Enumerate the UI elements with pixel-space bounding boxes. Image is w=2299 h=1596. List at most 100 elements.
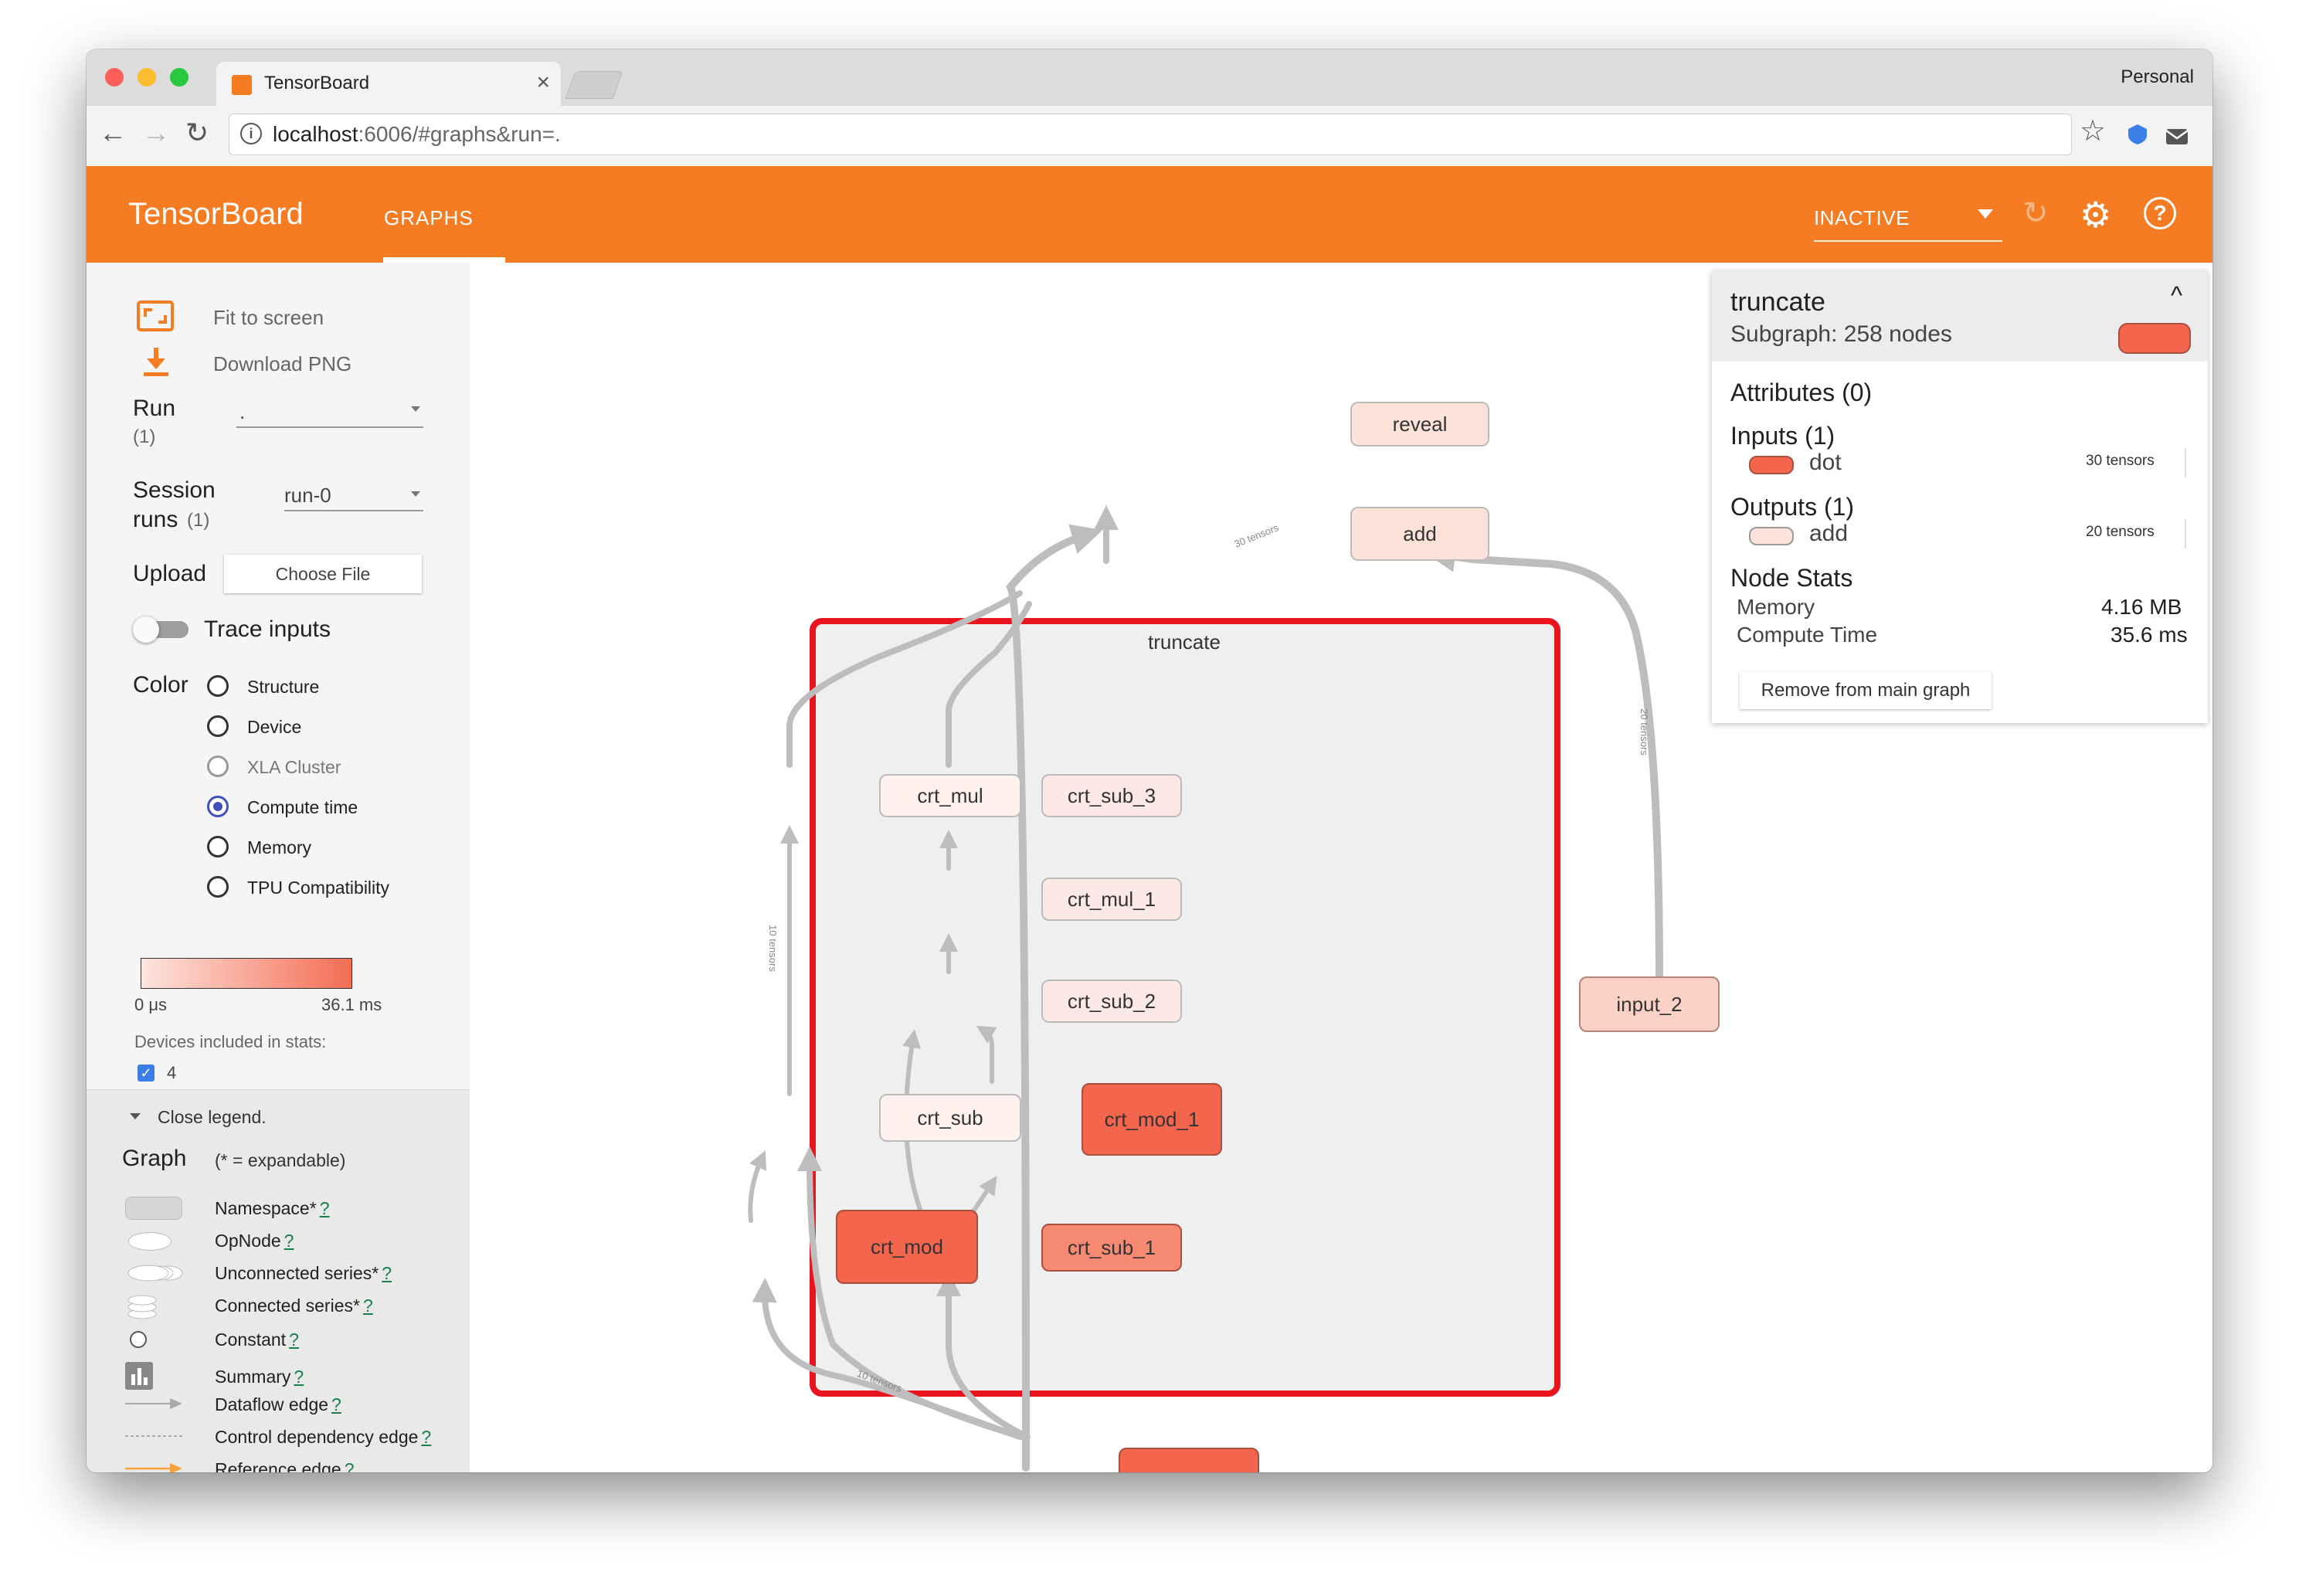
help-icon[interactable]: ? <box>2144 197 2176 229</box>
profile-name[interactable]: Personal <box>2121 66 2194 87</box>
session-runs-count: (1) <box>187 510 210 531</box>
reload-data-icon[interactable]: ↻ <box>2022 196 2049 230</box>
minimize-window-button[interactable] <box>138 68 156 87</box>
download-icon[interactable] <box>141 346 171 379</box>
new-tab-button[interactable] <box>565 71 623 99</box>
browser-menu-icon[interactable]: ⋮ <box>2205 115 2212 144</box>
download-png-button[interactable]: Download PNG <box>213 352 352 375</box>
choose-file-button[interactable]: Choose File <box>224 555 422 593</box>
upload-label: Upload <box>133 561 207 586</box>
output-divider <box>2185 519 2186 548</box>
legend-control-dependency-edge: Control dependency edge? <box>215 1427 432 1447</box>
device-checkbox[interactable]: ✓ <box>138 1065 155 1082</box>
settings-icon[interactable]: ⚙ <box>2080 195 2112 235</box>
edge-label-input2-add: 20 tensors <box>1638 708 1650 756</box>
legend-namespace: Namespace*? <box>215 1198 330 1218</box>
color-xla-cluster-radio[interactable] <box>207 756 229 777</box>
unconnected-series-help-link[interactable]: ? <box>382 1263 392 1283</box>
tab-graphs[interactable]: GRAPHS <box>384 206 474 229</box>
node-crt-mod-1[interactable]: crt_mod_1 <box>1082 1083 1222 1156</box>
color-tpu-compatibility-radio[interactable] <box>207 876 229 898</box>
close-legend-link[interactable]: Close legend. <box>158 1107 267 1127</box>
fit-to-screen-icon[interactable] <box>136 300 175 332</box>
trace-inputs-toggle[interactable] <box>133 616 188 643</box>
forward-icon[interactable]: → <box>142 117 170 148</box>
namespace-legend-icon <box>125 1197 182 1220</box>
url-text: localhost:6006/#graphs&run=. <box>273 122 561 147</box>
run-select-value: . <box>239 400 246 423</box>
active-tab-indicator <box>383 257 505 263</box>
devices-included-label: Devices included in stats: <box>134 1032 327 1051</box>
node-info-card: truncate Subgraph: 258 nodes ^ Attribute… <box>1712 270 2208 723</box>
dataflow-edge-legend-icon <box>125 1398 182 1409</box>
input-swatch <box>1749 456 1794 474</box>
sidebar: Fit to screen Download PNG Run (1) . Ses… <box>87 263 470 1472</box>
legend-connected-series: Connected series*? <box>215 1295 373 1316</box>
dashboard-select[interactable]: INACTIVE <box>1814 206 1910 229</box>
node-crt-sub-1[interactable]: crt_sub_1 <box>1041 1224 1182 1272</box>
edge-dot-add <box>1006 524 1103 1472</box>
control-dependency-edge-legend-icon <box>125 1435 182 1437</box>
opnode-help-link[interactable]: ? <box>284 1231 294 1251</box>
reference-edge-legend-icon <box>125 1463 182 1472</box>
color-compute-time-radio[interactable] <box>207 796 229 817</box>
reference-edge-help-link[interactable]: ? <box>344 1459 355 1472</box>
node-crt-mul[interactable]: crt_mul <box>879 774 1021 817</box>
node-input-2[interactable]: input_2 <box>1579 976 1720 1032</box>
address-bar[interactable]: i localhost:6006/#graphs&run=. <box>229 114 2072 155</box>
session-run-select[interactable]: run-0 <box>284 482 423 511</box>
node-add[interactable]: add <box>1350 507 1489 561</box>
namespace-help-link[interactable]: ? <box>319 1198 330 1218</box>
constant-help-link[interactable]: ? <box>289 1329 299 1350</box>
remove-from-main-graph-button[interactable]: Remove from main graph <box>1740 672 1992 709</box>
input-name[interactable]: dot <box>1809 450 1842 475</box>
dataflow-edge-help-link[interactable]: ? <box>331 1394 341 1414</box>
summary-help-link[interactable]: ? <box>294 1367 304 1387</box>
info-card-subtitle: Subgraph: 258 nodes <box>1730 321 1952 347</box>
input-tensor-count: 30 tensors <box>2086 453 2155 469</box>
fit-to-screen-button[interactable]: Fit to screen <box>213 306 324 329</box>
node-crt-sub-3[interactable]: crt_sub_3 <box>1041 774 1182 817</box>
color-structure-label: Structure <box>247 677 320 697</box>
input-divider <box>2185 448 2186 477</box>
close-window-button[interactable] <box>105 68 124 87</box>
node-crt-sub-2[interactable]: crt_sub_2 <box>1041 980 1182 1023</box>
browser-tab[interactable]: TensorBoard × <box>216 62 561 106</box>
node-reveal[interactable]: reveal <box>1350 402 1489 447</box>
color-memory-radio[interactable] <box>207 836 229 857</box>
browser-window: TensorBoard × Personal ← → ↻ i localhost… <box>87 49 2212 1472</box>
url-host: localhost <box>273 122 358 146</box>
site-info-icon[interactable]: i <box>240 123 262 144</box>
collapse-icon[interactable]: ^ <box>2171 281 2183 309</box>
inputs-heading: Inputs (1) <box>1730 422 1835 450</box>
color-device-radio[interactable] <box>207 715 229 737</box>
outputs-heading: Outputs (1) <box>1730 493 1855 521</box>
color-structure-radio[interactable] <box>207 675 229 697</box>
device-count: 4 <box>167 1063 177 1082</box>
edge-label-crtsub-crtmul: 10 tensors <box>766 925 779 972</box>
app-brand: TensorBoard <box>128 197 304 231</box>
chevron-down-icon[interactable] <box>130 1113 141 1119</box>
namespace-label: truncate <box>1148 630 1221 654</box>
back-icon[interactable]: ← <box>99 117 127 148</box>
node-crt-mod[interactable]: crt_mod <box>836 1210 978 1284</box>
output-name[interactable]: add <box>1809 521 1849 546</box>
node-stats-heading: Node Stats <box>1730 564 1853 592</box>
bookmark-star-icon[interactable]: ☆ <box>2080 115 2107 148</box>
attributes-heading: Attributes (0) <box>1730 379 1873 406</box>
extension-shield-icon[interactable] <box>2126 123 2149 146</box>
color-tpu-compatibility-label: TPU Compatibility <box>247 878 390 898</box>
chevron-down-icon[interactable] <box>1978 209 1993 219</box>
connected-series-help-link[interactable]: ? <box>362 1295 373 1316</box>
reload-icon[interactable]: ↻ <box>185 117 209 148</box>
control-dependency-edge-help-link[interactable]: ? <box>421 1427 432 1447</box>
edge-input2-add <box>1425 541 1663 983</box>
tab-close-icon[interactable]: × <box>536 70 550 95</box>
node-dot[interactable]: dot <box>1119 1448 1259 1472</box>
node-crt-mul-1[interactable]: crt_mul_1 <box>1041 878 1182 921</box>
maximize-window-button[interactable] <box>170 68 188 87</box>
node-crt-sub[interactable]: crt_sub <box>879 1094 1021 1142</box>
mail-extension-icon[interactable] <box>2165 123 2189 146</box>
run-select[interactable]: . <box>236 400 423 428</box>
edge-crtmul-add <box>786 590 1023 768</box>
